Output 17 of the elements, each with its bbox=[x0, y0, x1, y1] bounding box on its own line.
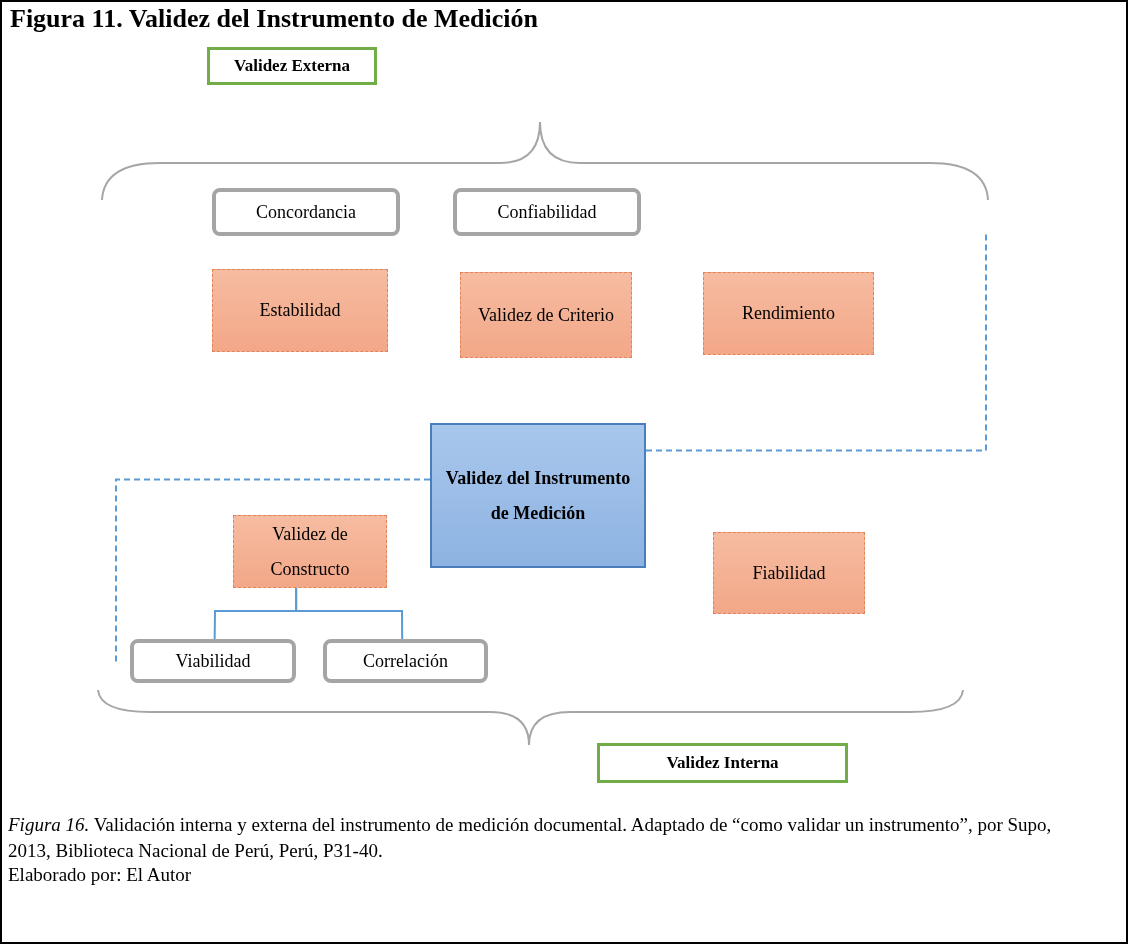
rounded-box: Concordancia bbox=[212, 188, 400, 236]
group-title-box: Validez Interna bbox=[597, 743, 848, 783]
rounded-box: Correlación bbox=[323, 639, 488, 683]
dashed-box: Fiabilidad bbox=[713, 532, 865, 614]
dashed-box: Rendimiento bbox=[703, 272, 874, 355]
connector-line bbox=[295, 587, 404, 640]
rounded-box: Viabilidad bbox=[130, 639, 296, 683]
dashed-box: Validez de Criterio bbox=[460, 272, 632, 358]
dashed-box: Estabilidad bbox=[212, 269, 388, 352]
figure-caption: Figura 16. Validación interna y externa del instrumento de medición documental. Adaptado de “como validar un instrumento”, por Supo, 2013, Biblioteca Nacional de Perú, Perú, P31-40. bbox=[8, 813, 1053, 863]
central-box: Validez del Instrumento de Medición bbox=[430, 423, 646, 568]
dashed-box: Validez de Constructo bbox=[233, 515, 387, 588]
group-title-box: Validez Externa bbox=[207, 47, 377, 85]
credit-note: Elaborado por: El Autor bbox=[8, 864, 192, 886]
figure-title: Figura 11. Validez del Instrumento de Medición bbox=[10, 4, 538, 34]
dashed-connector bbox=[115, 478, 431, 665]
rounded-box: Confiabilidad bbox=[453, 188, 641, 236]
